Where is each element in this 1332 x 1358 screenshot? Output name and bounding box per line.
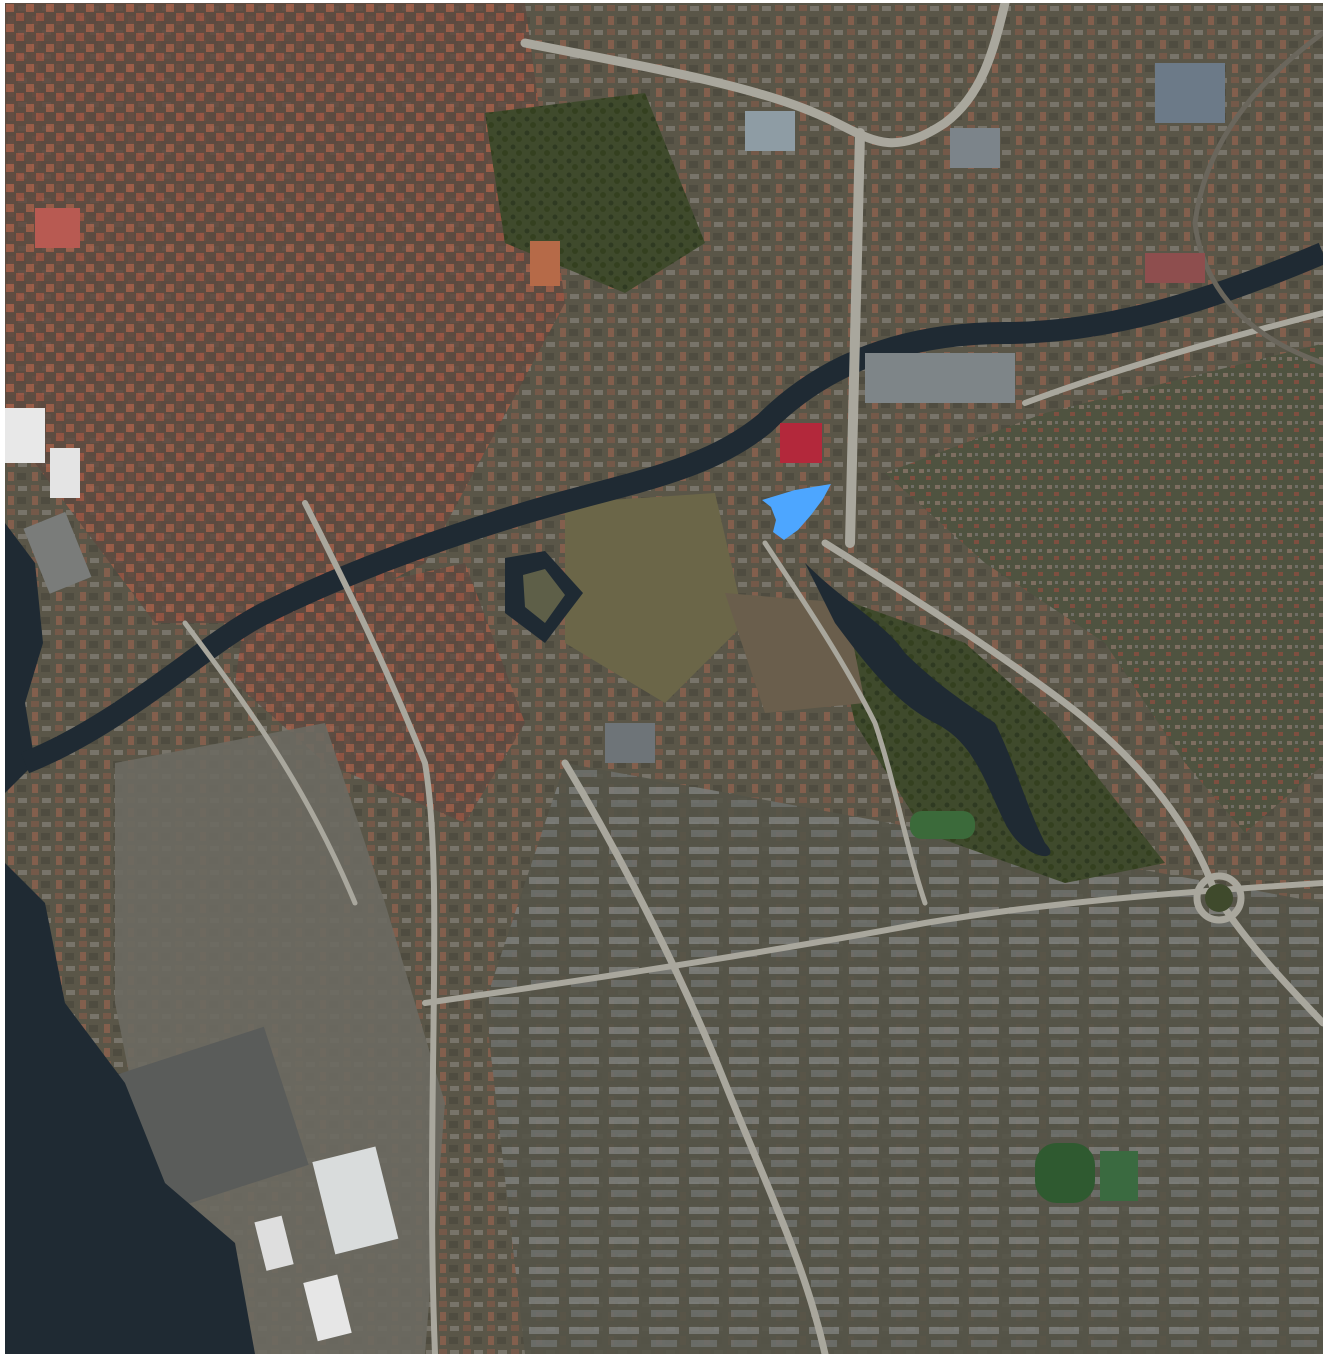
sports-field: [1100, 1151, 1138, 1201]
building: [745, 111, 795, 151]
building: [530, 241, 560, 286]
lake: [805, 563, 1051, 857]
warehouse: [111, 1026, 309, 1215]
road: [422, 880, 1323, 1006]
river: [20, 242, 1323, 774]
building: [865, 353, 1015, 403]
park: [565, 493, 745, 703]
suburban-district: [885, 343, 1323, 833]
harbor-water: [5, 523, 43, 793]
fortress-island: [523, 569, 565, 623]
aerial-map[interactable]: [5, 3, 1323, 1354]
sports-field: [1035, 1143, 1095, 1203]
aerial-map-canvas: [5, 3, 1323, 1354]
building: [950, 128, 1000, 168]
highlighted-parcel[interactable]: [762, 484, 831, 540]
warehouse: [312, 1146, 399, 1255]
sea-water: [5, 863, 255, 1354]
road: [561, 759, 829, 1354]
building: [605, 723, 655, 763]
road: [821, 539, 1323, 1027]
building: [780, 423, 822, 463]
road: [520, 3, 1010, 148]
building: [1145, 253, 1205, 283]
road: [1022, 310, 1323, 406]
building: [1155, 63, 1225, 123]
road: [762, 540, 928, 906]
old-town-south-district: [235, 563, 525, 823]
roundabout-center: [1205, 884, 1233, 912]
old-town-district: [5, 3, 565, 623]
road: [845, 128, 865, 548]
warehouse: [303, 1274, 352, 1342]
road: [182, 620, 358, 906]
roundabout: [1193, 872, 1245, 924]
warehouse: [23, 511, 92, 594]
park: [725, 593, 865, 713]
warehouse: [5, 408, 45, 463]
road-network: [182, 3, 1323, 1354]
building: [35, 208, 80, 248]
warehouse: [254, 1215, 294, 1271]
road: [1192, 30, 1323, 366]
warehouse: [50, 448, 80, 498]
sports-field: [910, 811, 975, 839]
road: [302, 500, 438, 1354]
apartment-district: [485, 763, 1323, 1354]
